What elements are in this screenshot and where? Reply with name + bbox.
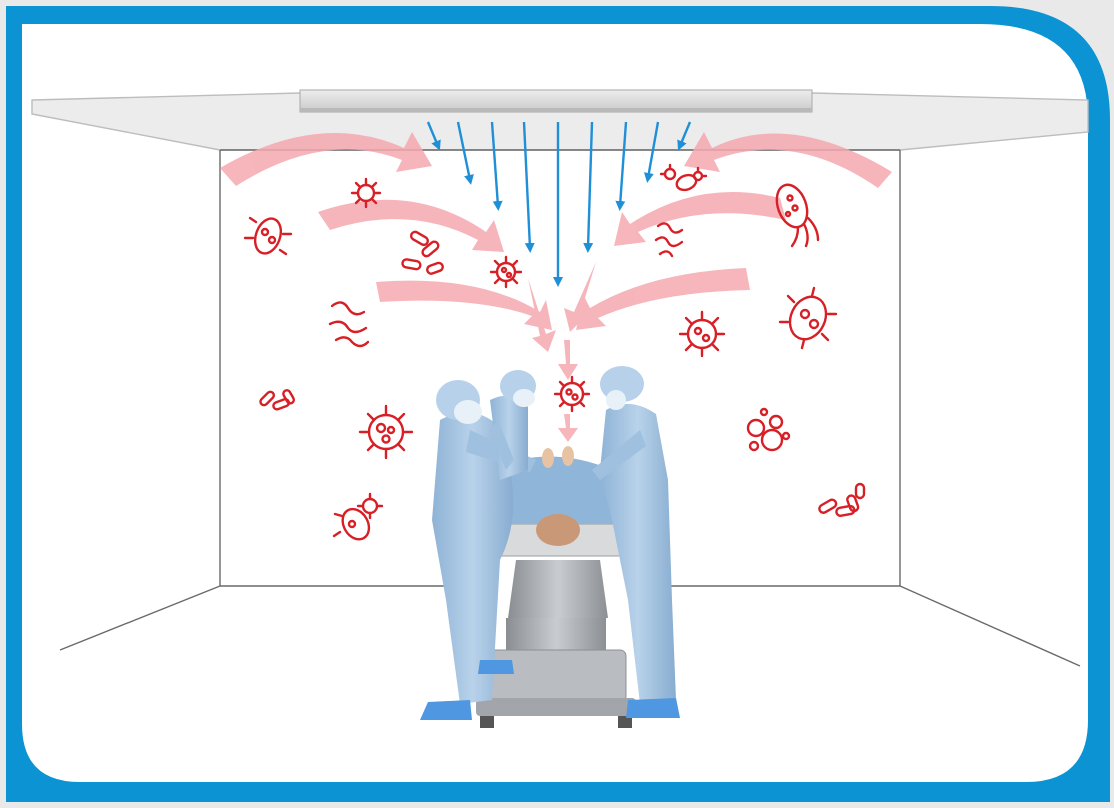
ceiling-air-diffuser — [300, 90, 812, 112]
virus-icon — [491, 257, 521, 287]
virus-icon — [555, 377, 589, 411]
